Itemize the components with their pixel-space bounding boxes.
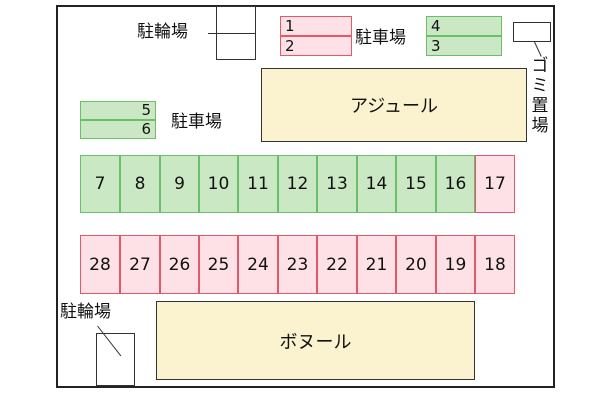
parking-slot-9[interactable]: 9 <box>160 155 199 213</box>
slot-number: 11 <box>247 174 269 194</box>
slot-number: 6 <box>141 120 151 138</box>
garbage-char: 場 <box>531 116 549 136</box>
parking-slot-26[interactable]: 26 <box>160 235 199 294</box>
garbage-char: ゴ <box>531 56 549 76</box>
slot-number: 9 <box>174 174 185 194</box>
slot-number: 8 <box>134 174 146 194</box>
building-name: ボヌール <box>279 331 352 353</box>
car-parking-label-top: 駐車場 <box>355 28 406 48</box>
parking-slot-14[interactable]: 14 <box>357 155 396 213</box>
slot-number: 13 <box>326 174 348 194</box>
parking-slot-15[interactable]: 15 <box>396 155 436 213</box>
parking-slot-23[interactable]: 23 <box>278 235 317 294</box>
building-bonur: ボヌール <box>156 301 475 380</box>
bicycle-parking-leader-top <box>208 33 256 34</box>
parking-slot-4[interactable]: 4 <box>426 16 502 36</box>
slot-number: 16 <box>444 174 467 194</box>
parking-slot-5[interactable]: 5 <box>80 101 156 120</box>
parking-slot-2[interactable]: 2 <box>280 36 352 56</box>
parking-slot-27[interactable]: 27 <box>120 235 160 294</box>
slot-number: 27 <box>129 254 151 275</box>
parking-slot-6[interactable]: 6 <box>80 120 156 139</box>
slot-number: 25 <box>207 254 230 275</box>
slot-number: 4 <box>431 16 441 35</box>
parking-slot-18[interactable]: 18 <box>475 235 515 294</box>
slot-number: 3 <box>431 36 441 55</box>
garbage-label: ゴ ミ 置 場 <box>530 56 550 136</box>
garbage-char: 置 <box>531 96 549 116</box>
parking-slot-17[interactable]: 17 <box>475 155 515 213</box>
parking-slot-12[interactable]: 12 <box>278 155 317 213</box>
slot-number: 18 <box>484 254 506 275</box>
parking-slot-11[interactable]: 11 <box>238 155 278 213</box>
parking-slot-1[interactable]: 1 <box>280 16 352 36</box>
parking-slot-21[interactable]: 21 <box>357 235 396 294</box>
garbage-char: ミ <box>531 76 549 96</box>
slot-number: 12 <box>286 174 309 194</box>
slot-number: 2 <box>285 36 295 55</box>
slot-number: 15 <box>405 174 427 194</box>
parking-slot-22[interactable]: 22 <box>317 235 357 294</box>
parking-slot-7[interactable]: 7 <box>80 155 120 213</box>
parking-slot-25[interactable]: 25 <box>199 235 238 294</box>
parking-slot-13[interactable]: 13 <box>317 155 357 213</box>
slot-number: 23 <box>286 254 309 275</box>
parking-slot-19[interactable]: 19 <box>436 235 475 294</box>
slot-number: 26 <box>168 254 191 275</box>
slot-number: 19 <box>444 254 467 275</box>
slot-number: 17 <box>484 174 506 194</box>
slot-number: 7 <box>94 174 106 194</box>
bicycle-parking-label-top: 駐輪場 <box>137 22 188 42</box>
parking-slot-20[interactable]: 20 <box>396 235 436 294</box>
slot-number: 28 <box>89 254 111 275</box>
parking-slot-16[interactable]: 16 <box>436 155 475 213</box>
parking-slot-3[interactable]: 3 <box>426 36 502 56</box>
bicycle-parking-area-bottom <box>96 333 135 386</box>
slot-number: 14 <box>365 174 388 194</box>
building-azure: アジュール <box>261 68 527 142</box>
slot-number: 20 <box>405 254 427 275</box>
parking-slot-8[interactable]: 8 <box>120 155 160 213</box>
slot-number: 1 <box>285 16 295 35</box>
slot-number: 24 <box>247 254 269 275</box>
slot-number: 10 <box>207 174 230 194</box>
slot-number: 21 <box>365 254 388 275</box>
slot-number: 5 <box>141 101 151 119</box>
parking-slot-10[interactable]: 10 <box>199 155 238 213</box>
parking-slot-24[interactable]: 24 <box>238 235 278 294</box>
parking-slot-28[interactable]: 28 <box>80 235 120 294</box>
building-name: アジュール <box>349 96 439 117</box>
garbage-area <box>513 22 551 42</box>
bicycle-parking-label-bottom: 駐輪場 <box>60 302 111 322</box>
slot-number: 22 <box>326 254 348 275</box>
car-parking-label-left: 駐車場 <box>171 112 222 132</box>
